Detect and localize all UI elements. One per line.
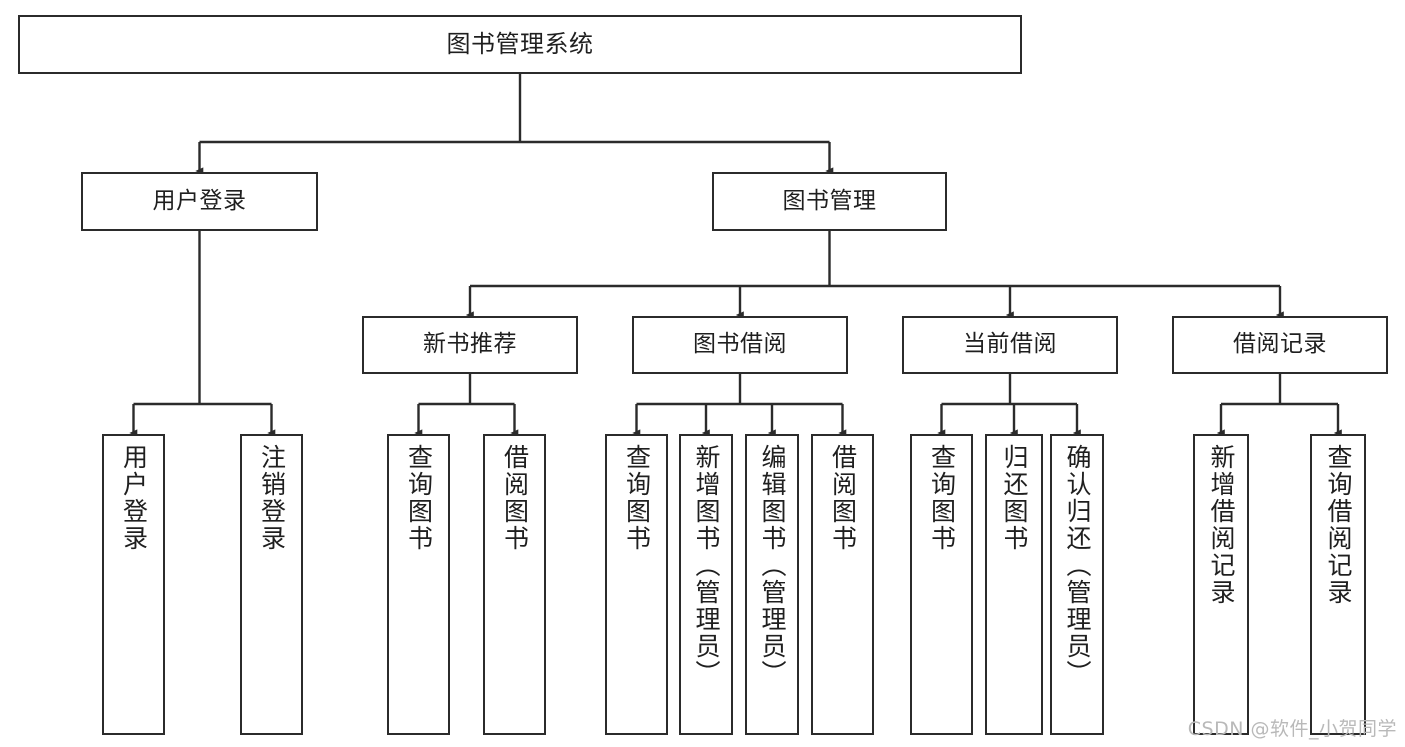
node-leaf-borrow-query-book[interactable]: 查询图书 — [605, 434, 668, 735]
node-label: 编辑图书（管理员） — [758, 444, 787, 687]
node-leaf-recommend-query-book[interactable]: 查询图书 — [387, 434, 450, 735]
node-current-borrow[interactable]: 当前借阅 — [902, 316, 1118, 374]
node-label: 图书借阅 — [693, 331, 787, 358]
node-label: 当前借阅 — [963, 331, 1057, 358]
node-leaf-current-query-book[interactable]: 查询图书 — [910, 434, 973, 735]
node-leaf-current-confirm-return[interactable]: 确认归还（管理员） — [1050, 434, 1104, 735]
node-leaf-recommend-borrow-book[interactable]: 借阅图书 — [483, 434, 546, 735]
node-root-system[interactable]: 图书管理系统 — [18, 15, 1022, 74]
node-leaf-record-add[interactable]: 新增借阅记录 — [1193, 434, 1249, 735]
node-label: 用户登录 — [152, 187, 247, 214]
node-new-book-recommend[interactable]: 新书推荐 — [362, 316, 578, 374]
node-label: 图书管理 — [782, 187, 877, 214]
node-leaf-borrow-add-book[interactable]: 新增图书（管理员） — [679, 434, 733, 735]
node-label: 归还图书 — [1000, 444, 1029, 552]
node-leaf-borrow-edit-book[interactable]: 编辑图书（管理员） — [745, 434, 799, 735]
node-label: 查询图书 — [927, 444, 957, 552]
node-label: 确认归还（管理员） — [1063, 444, 1092, 687]
node-leaf-borrow-borrow-book[interactable]: 借阅图书 — [811, 434, 874, 735]
node-label: 注销登录 — [257, 444, 287, 552]
node-label: 新书推荐 — [423, 331, 517, 358]
node-user-login[interactable]: 用户登录 — [81, 172, 318, 231]
node-leaf-logout[interactable]: 注销登录 — [240, 434, 303, 735]
node-label: 查询借阅记录 — [1324, 444, 1353, 606]
node-label: 新增借阅记录 — [1207, 444, 1236, 606]
node-leaf-record-query[interactable]: 查询借阅记录 — [1310, 434, 1366, 735]
node-book-borrow[interactable]: 图书借阅 — [632, 316, 848, 374]
node-borrow-record[interactable]: 借阅记录 — [1172, 316, 1388, 374]
node-leaf-current-return-book[interactable]: 归还图书 — [985, 434, 1043, 735]
node-book-management[interactable]: 图书管理 — [712, 172, 947, 231]
node-label: 查询图书 — [404, 444, 434, 552]
node-label: 图书管理系统 — [446, 30, 594, 59]
node-label: 借阅图书 — [828, 444, 858, 552]
node-label: 用户登录 — [119, 444, 149, 552]
node-label: 借阅图书 — [500, 444, 530, 552]
node-leaf-user-login[interactable]: 用户登录 — [102, 434, 165, 735]
node-label: 借阅记录 — [1233, 331, 1327, 358]
watermark-text: CSDN @软件_小贺同学 — [1187, 718, 1397, 740]
node-label: 查询图书 — [622, 444, 652, 552]
node-label: 新增图书（管理员） — [692, 444, 721, 687]
